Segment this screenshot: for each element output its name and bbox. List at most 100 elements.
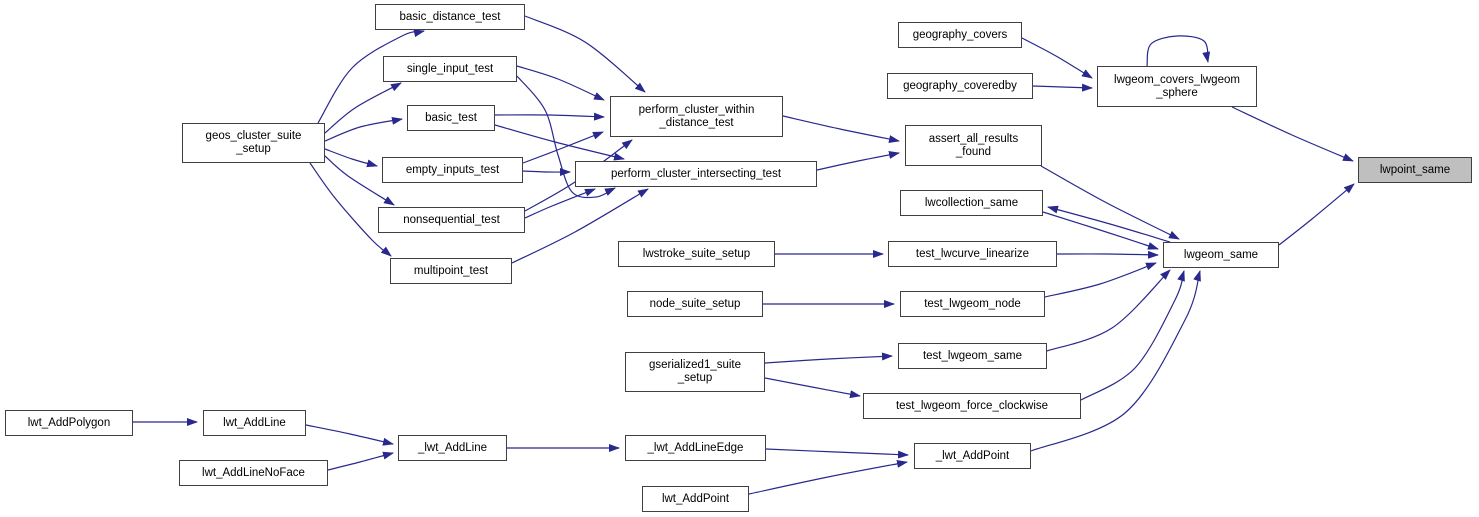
node-lwgeom_covers_lwgeom_sphere[interactable]: lwgeom_covers_lwgeom_sphere	[1097, 66, 1257, 107]
node-empty_inputs_test[interactable]: empty_inputs_test	[382, 157, 523, 183]
edge-lwgeom_covers_lwgeom_sphere-to-lwpoint_same	[1231, 106, 1354, 162]
node-label: _sphere	[1156, 86, 1198, 99]
edge-perform_cluster_within_distance_test-to-assert_all_results_found	[782, 115, 900, 143]
edge-geography_covers-to-lwgeom_covers_lwgeom_sphere	[1021, 37, 1093, 79]
edge-basic_test-to-perform_cluster_within_distance_test	[494, 112, 605, 121]
edge-geos_cluster_suite_setup-to-single_input_test	[324, 82, 402, 134]
edge-nonsequential_test-to-perform_cluster_intersecting_test	[524, 188, 596, 219]
node-label: test_lwgeom_same	[922, 349, 1023, 362]
node-label: empty_inputs_test	[405, 163, 500, 176]
node-label: lwgeom_covers_lwgeom	[1114, 73, 1240, 86]
node-lwt_AddLine[interactable]: lwt_AddLine	[203, 410, 306, 436]
node-label: perform_cluster_within	[638, 103, 755, 116]
node-label: geography_coveredby	[903, 79, 1017, 92]
edge-_lwt_AddLineEdge-to-_lwt_AddPoint	[765, 448, 909, 459]
node-label: _distance_test	[659, 116, 734, 129]
node-test_lwgeom_node[interactable]: test_lwgeom_node	[900, 291, 1045, 317]
node-label: test_lwgeom_node	[924, 297, 1021, 310]
node-geos_cluster_suite_setup[interactable]: geos_cluster_suite_setup	[182, 123, 325, 163]
edge-lwgeom_same-to-lwcollection_same	[1047, 205, 1171, 243]
node-label: lwpoint_same	[1379, 163, 1451, 176]
node-assert_all_results_found[interactable]: assert_all_results_found	[905, 125, 1042, 166]
node-_lwt_AddLine[interactable]: _lwt_AddLine	[398, 435, 507, 461]
edge-assert_all_results_found-to-lwgeom_same	[1040, 165, 1180, 240]
node-label: basic_test	[425, 111, 477, 124]
edge-lwt_AddLine-to-_lwt_AddLine	[305, 424, 394, 446]
edge-empty_inputs_test-to-perform_cluster_intersecting_test	[522, 168, 571, 177]
node-test_lwcurve_linearize[interactable]: test_lwcurve_linearize	[888, 241, 1057, 267]
edge-test_lwgeom_same-to-lwgeom_same	[1046, 269, 1171, 352]
node-label: geos_cluster_suite	[205, 130, 302, 142]
node-label: perform_cluster_intersecting_test	[610, 167, 782, 180]
node-geography_covers[interactable]: geography_covers	[898, 22, 1022, 48]
node-label: _lwt_AddLineEdge	[647, 441, 744, 454]
node-lwt_AddPolygon[interactable]: lwt_AddPolygon	[5, 410, 133, 436]
node-gserialized1_suite_setup[interactable]: gserialized1_suite_setup	[625, 352, 765, 392]
node-lwstroke_suite_setup[interactable]: lwstroke_suite_setup	[618, 241, 775, 267]
edge-geos_cluster_suite_setup-to-nonsequential_test	[324, 155, 395, 206]
node-label: nonsequential_test	[403, 213, 500, 226]
node-node_suite_setup[interactable]: node_suite_setup	[627, 291, 763, 317]
edge-_lwt_AddPoint-to-lwgeom_same	[1030, 270, 1201, 452]
edge-lwgeom_same-to-lwpoint_same	[1278, 183, 1355, 246]
edge-empty_inputs_test-to-perform_cluster_within_distance_test	[522, 131, 604, 164]
node-label: _found	[955, 145, 992, 158]
node-lwcollection_same[interactable]: lwcollection_same	[900, 190, 1043, 216]
node-lwt_AddLineNoFace[interactable]: lwt_AddLineNoFace	[179, 460, 328, 486]
edge-lwt_AddPoint-to-_lwt_AddPoint	[748, 459, 908, 495]
edge-geos_cluster_suite_setup-to-multipoint_test	[309, 162, 392, 257]
edge-test_lwcurve_linearize-to-lwgeom_same	[1056, 250, 1159, 259]
edge-gserialized1_suite_setup-to-test_lwgeom_same	[764, 352, 893, 364]
node-_lwt_AddLineEdge[interactable]: _lwt_AddLineEdge	[625, 435, 766, 461]
node-label: lwt_AddLineNoFace	[202, 466, 305, 479]
node-label: single_input_test	[406, 62, 494, 75]
edge-basic_test-to-perform_cluster_intersecting_test	[494, 124, 625, 161]
node-multipoint_test[interactable]: multipoint_test	[390, 258, 512, 284]
node-nonsequential_test[interactable]: nonsequential_test	[378, 207, 525, 233]
node-label: gserialized1_suite	[648, 359, 742, 371]
node-label: _setup	[677, 372, 713, 384]
edge-multipoint_test-to-perform_cluster_intersecting_test	[511, 188, 649, 264]
node-label: lwcollection_same	[924, 196, 1019, 209]
node-label: lwt_AddLine	[223, 416, 286, 429]
node-label: _setup	[236, 143, 271, 155]
edge-geos_cluster_suite_setup-to-basic_test	[324, 116, 403, 142]
node-lwt_AddPoint[interactable]: lwt_AddPoint	[642, 486, 749, 512]
edge-geos_cluster_suite_setup-to-basic_distance_test	[317, 29, 425, 124]
node-test_lwgeom_force_clockwise[interactable]: test_lwgeom_force_clockwise	[863, 393, 1081, 419]
edge-geos_cluster_suite_setup-to-empty_inputs_test	[324, 148, 378, 168]
node-label: assert_all_results	[928, 132, 1019, 145]
edge-basic_distance_test-to-perform_cluster_within_distance_test	[524, 15, 646, 93]
edge-test_lwgeom_node-to-lwgeom_same	[1044, 262, 1157, 298]
node-perform_cluster_intersecting_test[interactable]: perform_cluster_intersecting_test	[575, 161, 817, 187]
node-basic_test[interactable]: basic_test	[407, 105, 495, 131]
node-basic_distance_test[interactable]: basic_distance_test	[375, 4, 525, 30]
node-label: lwt_AddPoint	[661, 492, 730, 505]
node-perform_cluster_within_distance_test[interactable]: perform_cluster_within_distance_test	[610, 96, 783, 137]
node-test_lwgeom_same[interactable]: test_lwgeom_same	[898, 343, 1047, 369]
node-single_input_test[interactable]: single_input_test	[383, 56, 517, 82]
node-label: test_lwcurve_linearize	[915, 247, 1030, 260]
edge-test_lwgeom_force_clockwise-to-lwgeom_same	[1080, 270, 1185, 401]
node-_lwt_AddPoint[interactable]: _lwt_AddPoint	[914, 443, 1031, 469]
edge-gserialized1_suite_setup-to-test_lwgeom_force_clockwise	[764, 377, 861, 399]
node-label: node_suite_setup	[649, 297, 741, 310]
edge-lwt_AddLineNoFace-to-_lwt_AddLine	[327, 451, 394, 471]
edge-perform_cluster_intersecting_test-to-assert_all_results_found	[816, 150, 900, 171]
node-lwgeom_same[interactable]: lwgeom_same	[1163, 242, 1279, 268]
edge-single_input_test-to-perform_cluster_within_distance_test	[516, 65, 605, 101]
node-label: lwgeom_same	[1183, 248, 1259, 261]
node-lwpoint_same: lwpoint_same	[1358, 157, 1472, 183]
edge-geography_coveredby-to-lwgeom_covers_lwgeom_sphere	[1032, 83, 1093, 92]
node-label: basic_distance_test	[399, 10, 501, 23]
node-label: lwstroke_suite_setup	[642, 247, 751, 260]
node-label: test_lwgeom_force_clockwise	[895, 399, 1049, 412]
node-label: _lwt_AddLine	[417, 441, 488, 454]
node-label: lwt_AddPolygon	[27, 416, 111, 429]
node-geography_coveredby[interactable]: geography_coveredby	[887, 73, 1033, 99]
edge-lwcollection_same-to-lwgeom_same	[1042, 211, 1159, 250]
node-label: _lwt_AddPoint	[935, 449, 1010, 462]
edge-lwgeom_covers_lwgeom_sphere-to-lwgeom_covers_lwgeom_sphere	[1146, 35, 1211, 67]
